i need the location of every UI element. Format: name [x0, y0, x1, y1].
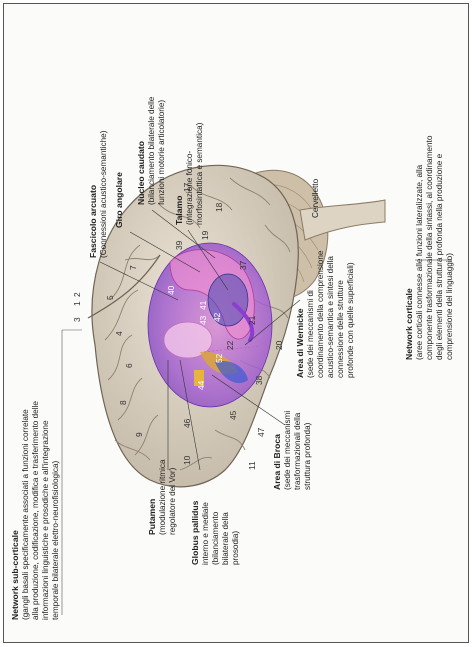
brodmann-38: 38	[254, 375, 264, 385]
brodmann-39: 39	[174, 240, 184, 250]
brodmann-46: 46	[182, 418, 192, 428]
brodmann-52: 52	[214, 353, 224, 363]
brodmann-18: 18	[214, 202, 224, 212]
fascicolo-line-1: (Connessioni acustico-semantiche)	[99, 130, 108, 258]
network-subcortical-block: Network sub-corticale (gangli basali spe…	[10, 401, 60, 620]
brodmann-5: 5	[105, 295, 115, 300]
putamen-line-1: (modulazione ritmica	[158, 459, 167, 535]
fascicolo-title: Fascicolo arcuato	[88, 185, 98, 258]
network-subcortical-title: Network sub-corticale	[10, 530, 20, 620]
putamen-title: Putamen	[147, 499, 157, 535]
network-subcortical-line-2: alla produzione, codificazione, modifica…	[31, 401, 40, 620]
cervelletto-label: Cervelletto	[311, 178, 320, 218]
network-subcortical-line-1: (gangli basali specificamente associati …	[21, 409, 30, 620]
nucleo-title: Nucleo caudato	[136, 141, 146, 205]
brodmann-19: 19	[200, 230, 210, 240]
brodmann-1: 1	[72, 301, 82, 306]
brodmann-37: 37	[238, 260, 248, 270]
network-corticale-line-2: componente trasformazionale della sintas…	[425, 135, 434, 360]
network-corticale-line-4: comprensione del linguaggio)	[445, 253, 454, 360]
brodmann-21: 21	[247, 315, 257, 325]
wernicke-line-5: profonde con quelle superficiali)	[346, 262, 355, 378]
brodmann-20: 20	[274, 340, 284, 350]
brodmann-6: 6	[124, 363, 134, 368]
nucleo-line-1: (bilanciamento bilaterale delle	[147, 96, 156, 205]
talamo-line-2: morfosintattica e semantica)	[195, 122, 204, 225]
network-corticale-line-1: (aree corticali connesse alle funzioni l…	[415, 164, 424, 360]
putamen-line-2: regolatore del Vor)	[168, 467, 177, 535]
wernicke-line-3: acustico-semantica e sintesi della	[326, 256, 335, 378]
globus-label: Globus pallidus interno e mediale (bilan…	[190, 500, 240, 565]
network-corticale-label: Network corticale (aree corticali connes…	[404, 135, 454, 360]
wernicke-line-4: connessione delle strutture	[336, 280, 345, 378]
brodmann-3: 3	[72, 317, 82, 322]
globus-line-4: prosodia)	[231, 531, 240, 565]
globus-line-1: interno e mediale	[201, 502, 210, 565]
broca-line-1: (sede dei meccanismi	[283, 411, 292, 490]
wernicke-title: Area di Wernicke	[295, 308, 305, 378]
wernicke-line-2: coordinamento della comprensione	[316, 250, 325, 378]
brodmann-8: 8	[118, 400, 128, 405]
brodmann-42: 42	[212, 312, 222, 322]
brodmann-47: 47	[256, 427, 266, 437]
wernicke-line-1: (sede dei meccanismi di	[306, 290, 315, 378]
brodmann-44: 44	[196, 380, 206, 390]
nucleo-label: Nucleo caudato (bilanciamento bilaterale…	[136, 96, 166, 205]
network-corticale-title: Network corticale	[404, 288, 414, 360]
broca-title: Area di Broca	[272, 434, 282, 490]
network-subcortical-line-3: informazioni linguistiche e prosodiche e…	[41, 420, 50, 620]
network-subcortical-line-4: temporale bilaterale elettro-neurofisiol…	[51, 460, 60, 620]
talamo-title: Talamo	[174, 196, 184, 225]
brodmann-10: 10	[182, 455, 192, 465]
talamo-line-1: (integrazione fonico-	[185, 151, 194, 225]
broca-label: Area di Broca (sede dei meccanismi trasf…	[272, 411, 312, 490]
brodmann-2: 2	[72, 292, 82, 297]
brodmann-43: 43	[198, 315, 208, 325]
brodmann-7: 7	[128, 265, 138, 270]
globus-line-2: (bilanciamento	[211, 511, 220, 565]
brodmann-40: 40	[166, 285, 176, 295]
brodmann-4: 4	[114, 331, 124, 336]
network-corticale-line-3: degli elementi della struttura profonda …	[435, 153, 444, 360]
brodmann-22: 22	[225, 340, 235, 350]
nucleo-line-2: funzioni motorie articolatorie)	[157, 100, 166, 205]
brodmann-45: 45	[228, 410, 238, 420]
globus-title: Globus pallidus	[190, 500, 200, 565]
broca-line-2: trasformazionali della	[293, 412, 302, 490]
brodmann-41: 41	[198, 300, 208, 310]
giro-label: Giro angolare	[114, 172, 124, 228]
fascicolo-label: Fascicolo arcuato (Connessioni acustico-…	[88, 130, 108, 258]
broca-line-3: struttura profonda)	[303, 422, 312, 490]
globus-line-3: bilaterale della	[221, 512, 230, 565]
giro-title: Giro angolare	[114, 172, 124, 228]
cervelletto-title: Cervelletto	[311, 178, 320, 218]
brodmann-9: 9	[134, 432, 144, 437]
brodmann-11: 11	[247, 461, 257, 470]
